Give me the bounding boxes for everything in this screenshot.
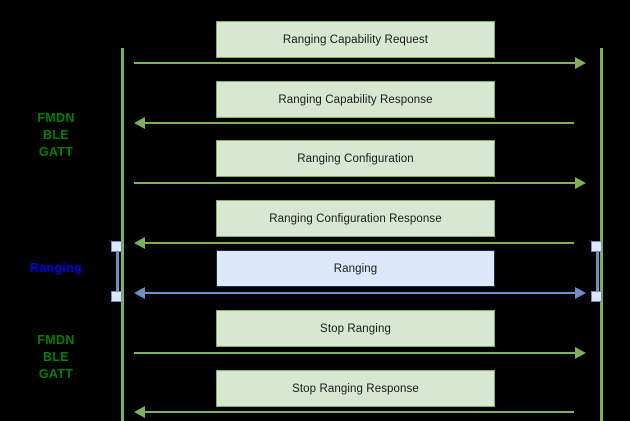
arrowhead-left-icon	[134, 287, 145, 299]
activation-line-right	[596, 246, 599, 297]
arrowhead-right-icon	[575, 347, 586, 359]
arrowhead-right-icon	[575, 57, 586, 69]
arrow-stop-ranging	[134, 346, 586, 360]
phase-label-fmdn-ble-gatt-bottom: FMDN BLE GATT	[37, 333, 75, 381]
arrow-shaft	[134, 182, 575, 184]
activation-line-left	[116, 246, 119, 297]
message-box-stop-ranging: Stop Ranging	[216, 310, 495, 347]
arrow-shaft	[134, 352, 575, 354]
message-box-ranging-capability-response: Ranging Capability Response	[216, 81, 495, 118]
arrowhead-left-icon	[134, 237, 145, 249]
arrow-stop-ranging-response	[134, 405, 574, 419]
arrow-shaft	[134, 62, 575, 64]
lifeline-left	[121, 48, 124, 421]
message-box-ranging-capability-request: Ranging Capability Request	[216, 21, 495, 58]
arrow-ranging-bidirectional	[134, 286, 586, 300]
message-box-stop-ranging-response: Stop Ranging Response	[216, 370, 495, 407]
activation-node-right-bottom	[591, 291, 602, 302]
arrow-ranging-configuration-response	[134, 236, 574, 250]
message-box-ranging: Ranging	[216, 250, 495, 287]
arrow-ranging-capability-request	[134, 56, 586, 70]
arrowhead-left-icon	[134, 406, 145, 418]
arrow-ranging-capability-response	[134, 116, 574, 130]
activation-node-left-bottom	[111, 291, 122, 302]
message-box-ranging-configuration-response: Ranging Configuration Response	[216, 200, 495, 237]
activation-node-right-top	[591, 241, 602, 252]
arrow-shaft	[145, 242, 574, 244]
arrowhead-right-icon	[575, 287, 586, 299]
activation-node-left-top	[111, 241, 122, 252]
arrow-ranging-configuration	[134, 176, 586, 190]
phase-label-ranging: Ranging	[29, 261, 83, 275]
arrowhead-left-icon	[134, 117, 145, 129]
lifeline-right	[600, 48, 603, 421]
message-box-ranging-configuration: Ranging Configuration	[216, 140, 495, 177]
arrow-shaft	[145, 411, 574, 413]
phase-label-fmdn-ble-gatt-top: FMDN BLE GATT	[37, 111, 75, 159]
arrowhead-right-icon	[575, 177, 586, 189]
arrow-shaft	[145, 122, 574, 124]
arrow-shaft	[145, 292, 575, 294]
